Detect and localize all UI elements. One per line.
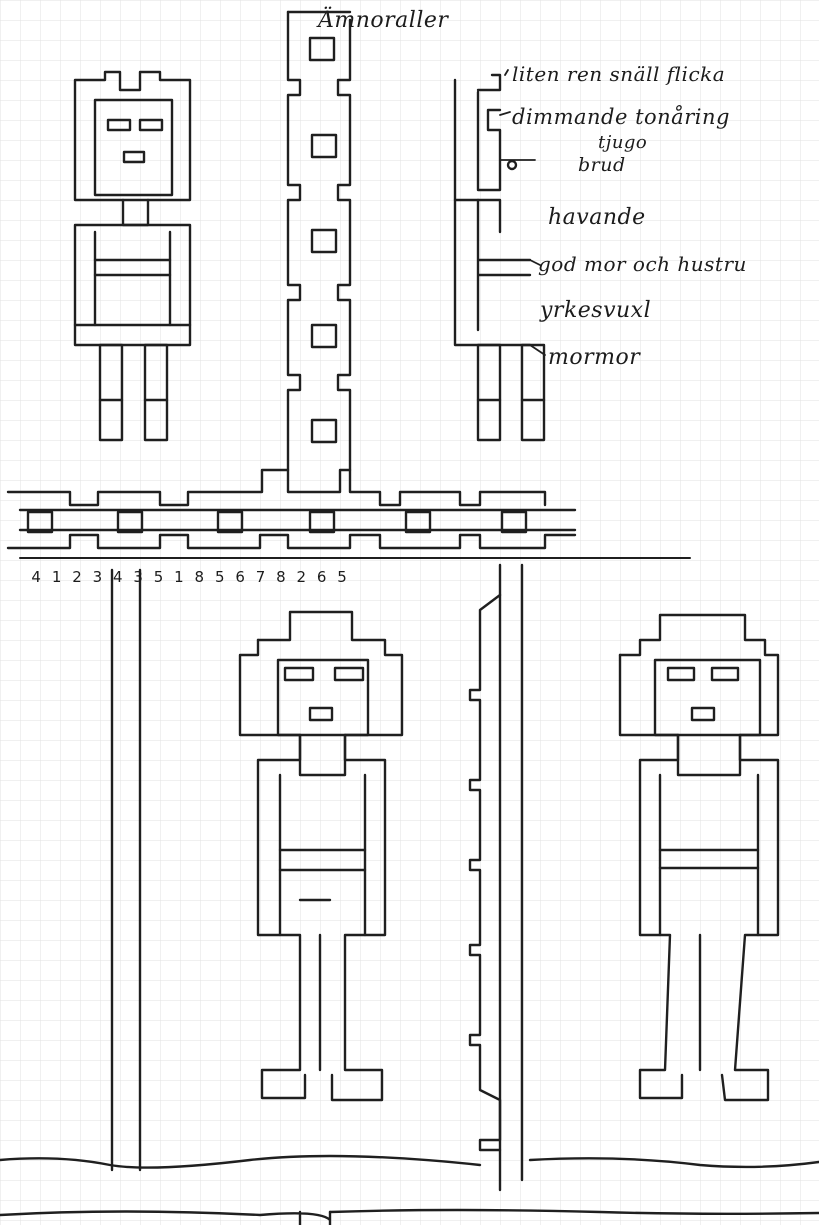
scale-number: 2 <box>291 568 311 594</box>
annotation-grandmother: mormor <box>548 345 640 370</box>
scale-number: 1 <box>169 568 189 594</box>
scale-number: 4 <box>108 568 128 594</box>
scale-number: 8 <box>189 568 209 594</box>
annotation-bride: brud <box>578 154 626 176</box>
scale-number: 3 <box>87 568 107 594</box>
scale-number: 7 <box>250 568 270 594</box>
scale-number: 4 <box>26 568 46 594</box>
annotation-pregnant: havande <box>548 205 646 230</box>
scale-number: 6 <box>311 568 331 594</box>
annotation-good-mother: god mor och hustru <box>538 252 747 276</box>
scale-number: 5 <box>148 568 168 594</box>
scale-number: 1 <box>46 568 66 594</box>
scale-number: 5 <box>210 568 230 594</box>
title-annotation: Ämnoraller <box>318 8 448 33</box>
scale-number: 2 <box>67 568 87 594</box>
annotation-professional: yrkesvuxl <box>540 298 651 323</box>
scale-number: 6 <box>230 568 250 594</box>
annotation-teenager: dimmande tonåring <box>512 105 730 129</box>
annotation-little-girl: liten ren snäll flicka <box>512 62 725 86</box>
annotation-twenty: tjugo <box>598 132 647 153</box>
scale-number: 3 <box>128 568 148 594</box>
scale-number: 8 <box>271 568 291 594</box>
scale-number: 5 <box>332 568 352 594</box>
